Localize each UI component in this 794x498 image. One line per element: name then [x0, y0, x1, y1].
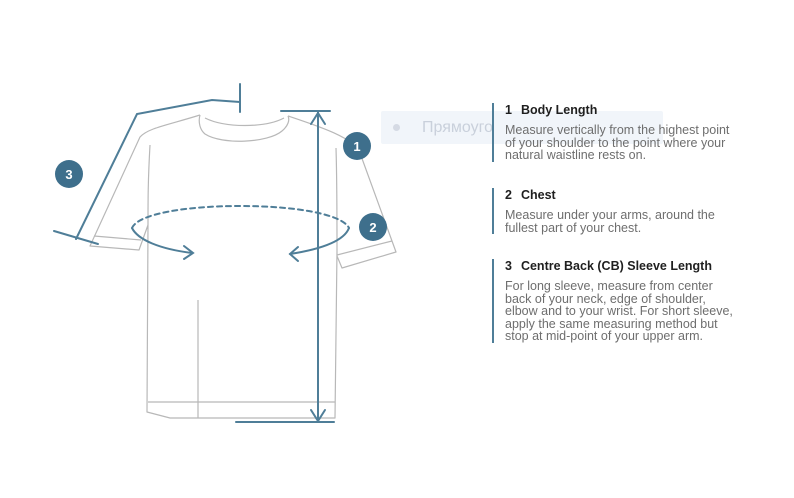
ghost-overlay-dot — [393, 124, 400, 131]
chest-arrow-left — [183, 245, 195, 260]
legend-description: For long sleeve, measure from center bac… — [505, 279, 733, 343]
ghost-overlay-label: Прямоуго — [422, 119, 493, 136]
chest-front-left — [131, 227, 193, 254]
sleeve-length-line — [75, 98, 241, 240]
legend-item-chest: 2 Chest Measure under your arms, around t… — [492, 188, 735, 234]
ghost-overlay-chip — [381, 111, 663, 144]
sleeve-cuff-right — [336, 240, 393, 256]
chest-front-right — [289, 227, 350, 255]
badge-2: 2 — [359, 213, 387, 241]
tshirt-collar-outer — [198, 114, 290, 142]
legend-title: 3 Centre Back (CB) Sleeve Length — [505, 259, 735, 274]
chest-back-dashed — [131, 204, 350, 229]
body-length-measure — [235, 110, 335, 423]
legend-number: 1 — [505, 103, 512, 117]
side-seam-right — [335, 147, 338, 251]
body-length-arrow-top — [310, 111, 326, 125]
legend-title-text: Centre Back (CB) Sleeve Length — [520, 259, 712, 273]
legend-number: 2 — [505, 188, 512, 202]
tshirt-collar-inner — [204, 117, 285, 127]
badge-3-number: 3 — [65, 167, 72, 182]
body-length-arrow-bottom — [310, 409, 326, 423]
badge-2-number: 2 — [369, 220, 376, 235]
sleeve-length-measure — [53, 83, 241, 245]
tshirt-body-outline — [89, 114, 397, 419]
sleeve-cuff-left — [93, 235, 142, 241]
legend-title: 1 Body Length — [505, 103, 735, 118]
legend-title: 2 Chest — [505, 188, 735, 203]
badge-3-circle — [55, 160, 83, 188]
badge-1-number: 1 — [353, 139, 360, 154]
legend-title-text: Chest — [520, 188, 556, 202]
legend-description: Measure vertically from the highest poin… — [505, 123, 730, 162]
legend-title-text: Body Length — [520, 103, 598, 117]
side-seam-left — [147, 144, 151, 226]
sleeve-length-tick-bottom — [53, 230, 99, 245]
chest-measure — [131, 204, 350, 262]
legend-item-sleeve-length: 3 Centre Back (CB) Sleeve Length For long… — [492, 259, 735, 343]
legend-description: Measure under your arms, around the full… — [505, 208, 715, 235]
legend-item-body-length: 1 Body Length Measure vertically from the… — [492, 103, 735, 162]
legend-number: 3 — [505, 259, 512, 273]
badge-2-circle — [359, 213, 387, 241]
badge-1: 1 — [343, 132, 371, 160]
badge-3: 3 — [55, 160, 83, 188]
chest-arrow-right — [288, 246, 299, 262]
tshirt-outline — [89, 114, 397, 419]
badge-1-circle — [343, 132, 371, 160]
